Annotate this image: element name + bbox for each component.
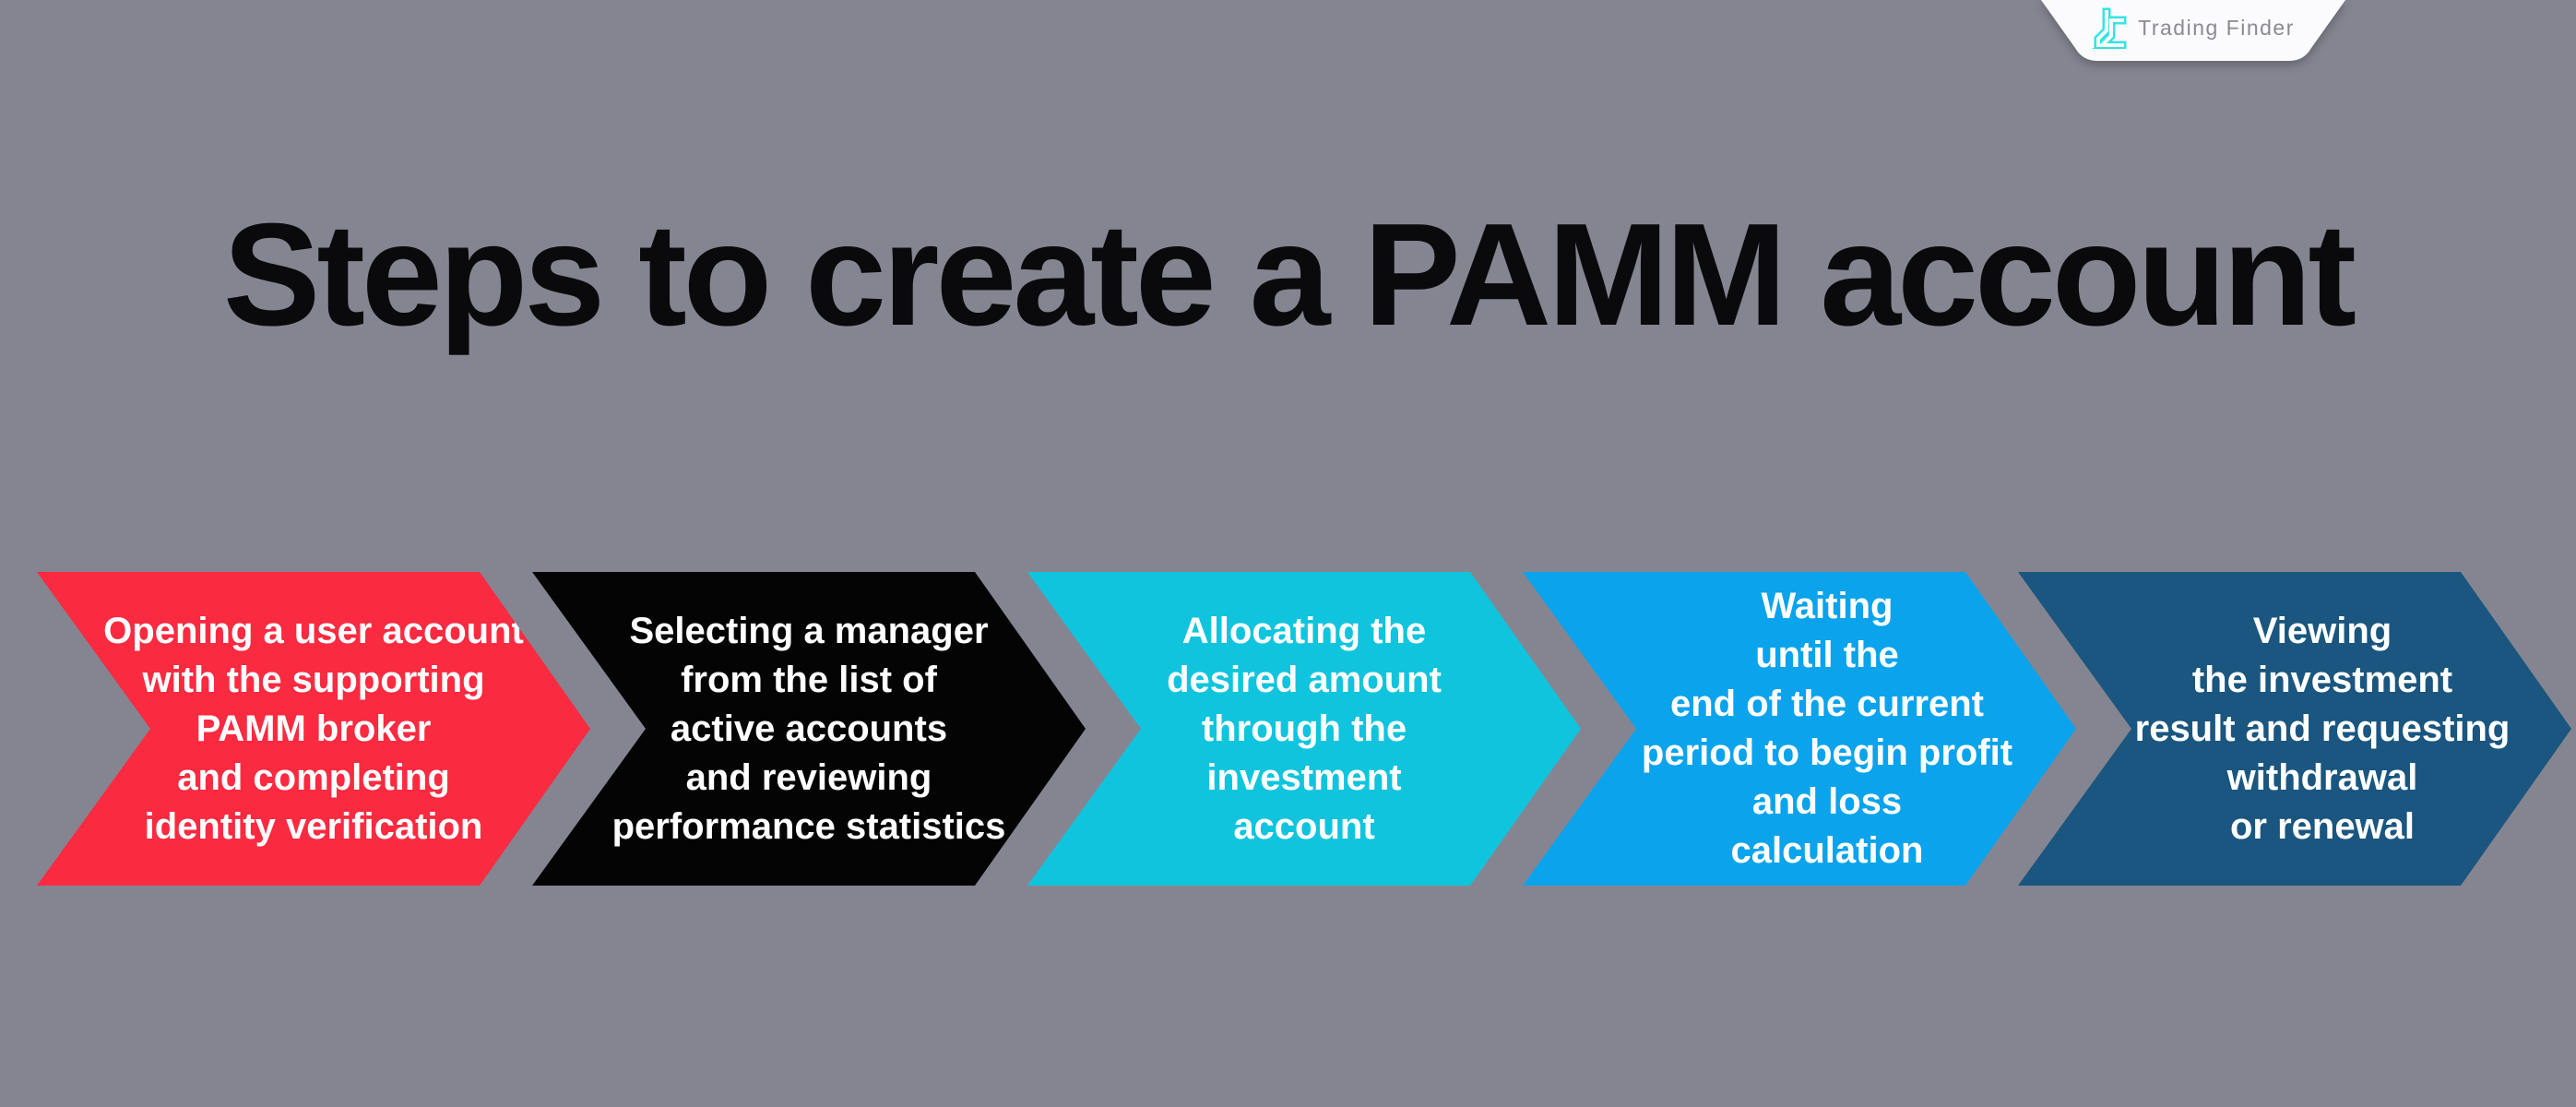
step-3-chevron: Allocating the desired amount through th…: [1027, 572, 1581, 886]
page-title: Steps to create a PAMM account: [222, 194, 2356, 356]
brand-badge: Trading Finder: [2041, 0, 2345, 63]
step-2-label: Selecting a manager from the list of act…: [611, 610, 1006, 847]
step-2-chevron: Selecting a manager from the list of act…: [532, 572, 1086, 886]
step-1-label: Opening a user account with the supporti…: [103, 610, 524, 847]
step-4-label: Waiting until the end of the current per…: [1641, 586, 2013, 871]
brand-name: Trading Finder: [2138, 15, 2295, 40]
trading-finder-logo-icon: [2092, 7, 2127, 49]
step-5-label: Viewing the investment result and reques…: [2134, 610, 2511, 847]
step-1-chevron: Opening a user account with the supporti…: [37, 572, 590, 886]
step-3-label: Allocating the desired amount through th…: [1167, 610, 1442, 847]
step-5-chevron: Viewing the investment result and reques…: [2018, 572, 2571, 886]
step-4-chevron: Waiting until the end of the current per…: [1523, 572, 2076, 886]
